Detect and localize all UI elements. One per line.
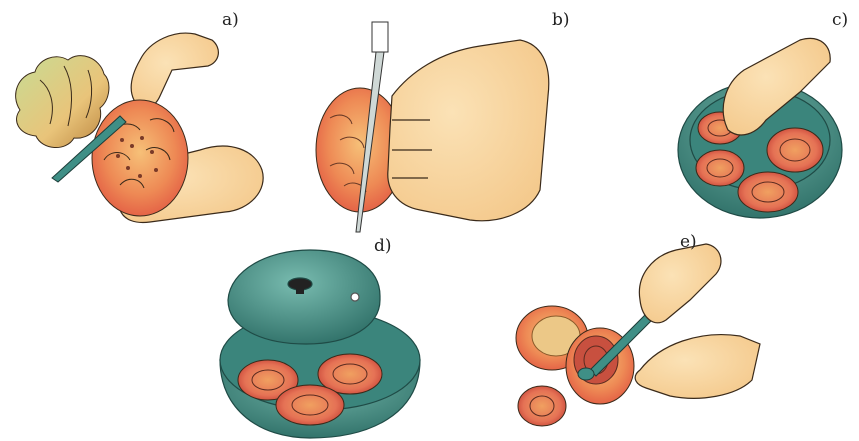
peeled-leaves (16, 56, 109, 148)
lid-icon (228, 250, 380, 344)
fruit-icon (92, 100, 188, 216)
step-label-a: a) (222, 10, 239, 30)
step-d-illustration (220, 250, 420, 438)
step-a-illustration (16, 33, 264, 222)
step-c-illustration (678, 38, 842, 218)
step-label-c: c) (832, 10, 848, 30)
step-label-d: d) (374, 236, 392, 256)
hand-icon (388, 40, 549, 221)
step-e-illustration (516, 244, 760, 426)
hand-icon (635, 244, 760, 398)
step-b-illustration (316, 22, 549, 232)
fruit-icon (516, 306, 634, 426)
step-label-e: e) (680, 232, 697, 252)
step-label-b: b) (552, 10, 570, 30)
